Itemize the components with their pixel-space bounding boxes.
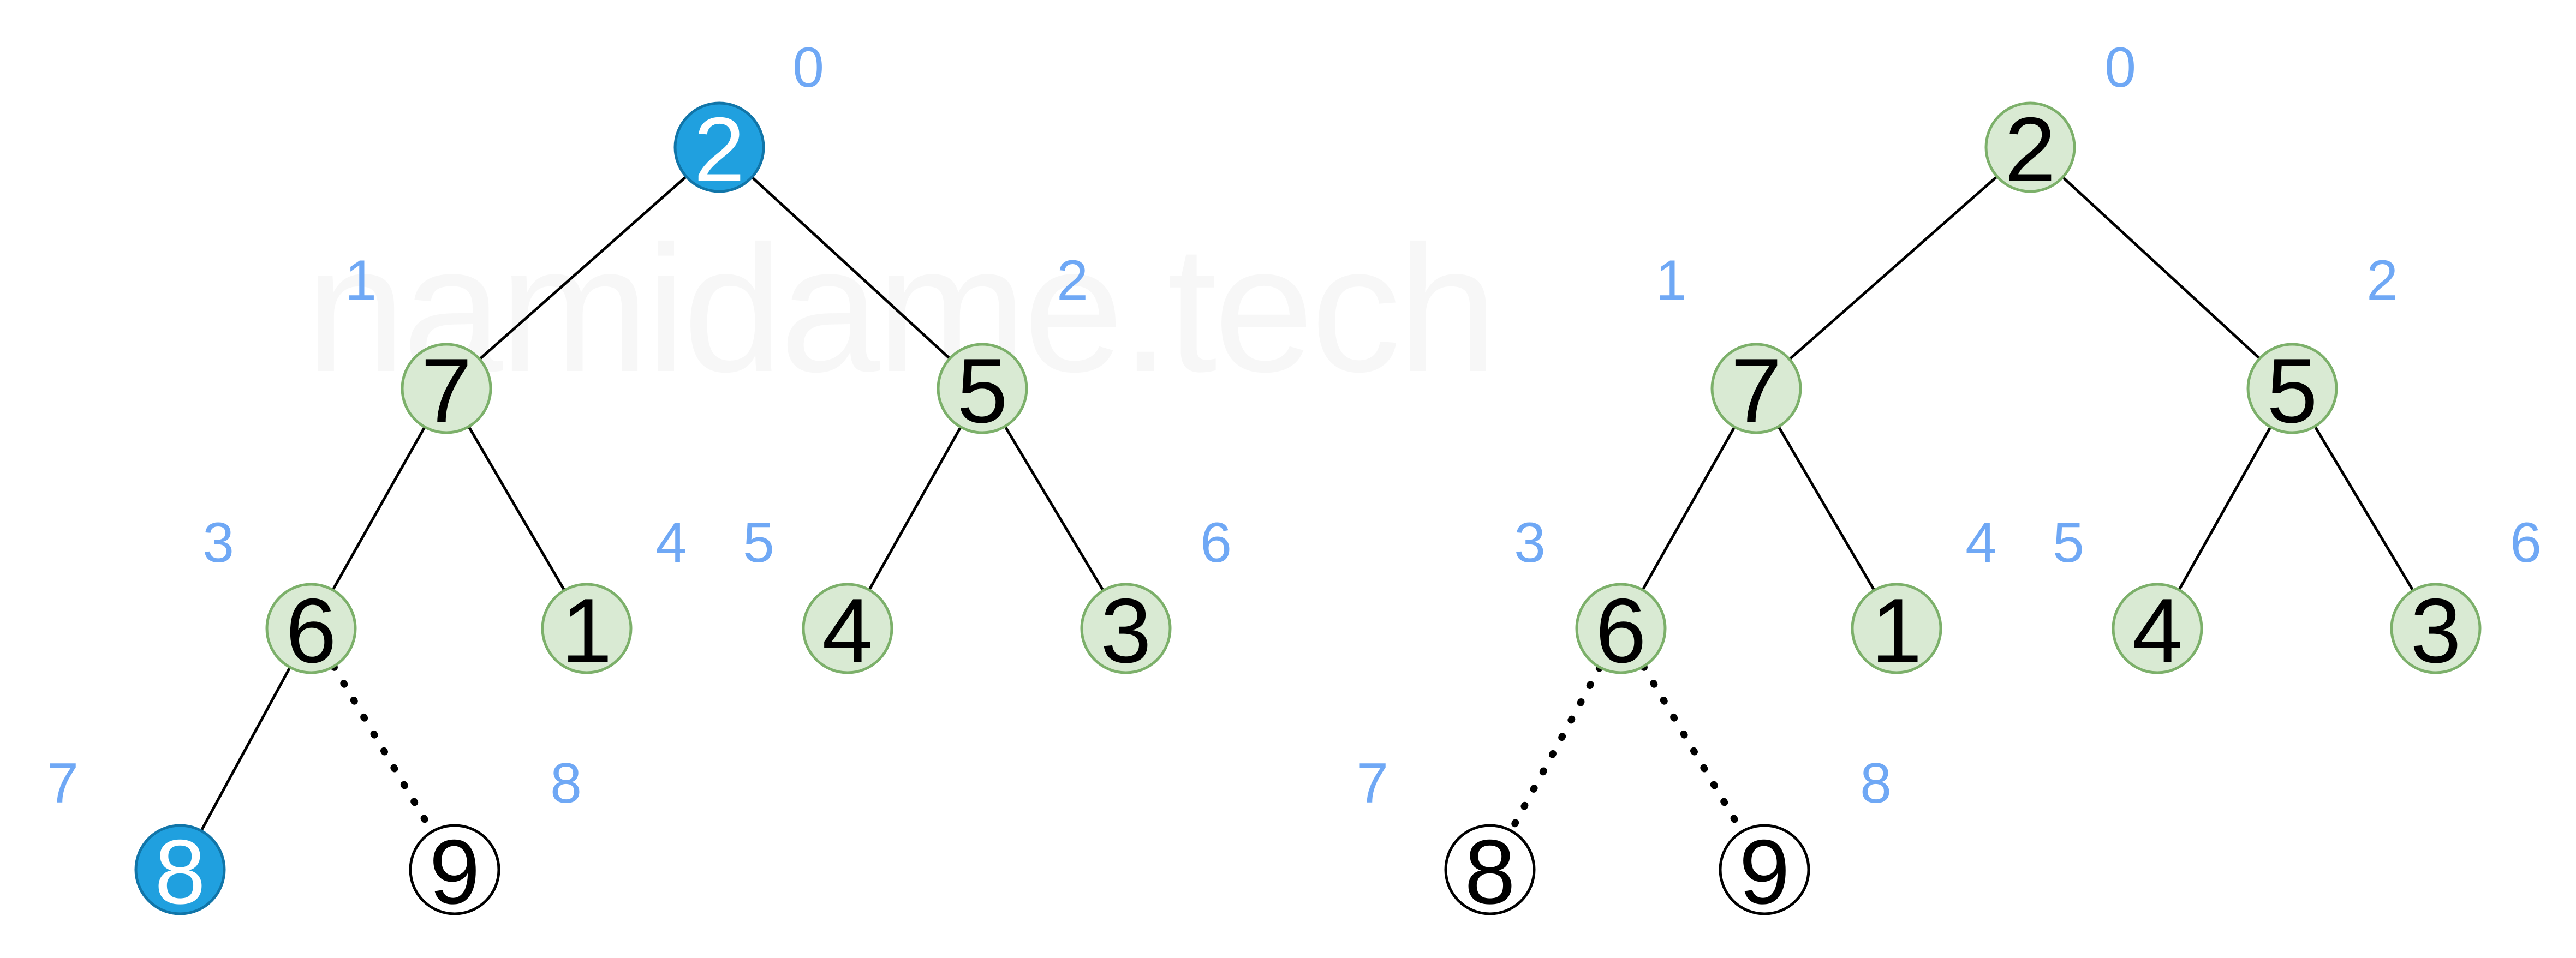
node-index-label: 1 [1655,249,1687,312]
tree-node-right-tree-4[interactable]: 1 [1851,579,1942,682]
node-index-label: 6 [1200,511,1232,574]
tree-edge-left-tree-3-7 [200,666,291,832]
tree-edge-right-tree-2-6 [2313,426,2414,591]
node-circle[interactable] [265,583,357,674]
tree-edge-left-tree-1-3 [331,426,426,591]
node-circle[interactable] [1851,583,1942,674]
node-value-label: 1 [1871,579,1922,682]
tree-node-right-tree-5[interactable]: 4 [2112,579,2203,682]
node-index-label: 1 [345,249,377,312]
tree-node-left-tree-8[interactable]: 9 [409,821,500,923]
tree-edge-right-tree-0-2 [2061,176,2261,360]
node-index-label: 7 [1357,752,1388,815]
tree-node-right-tree-3[interactable]: 6 [1575,579,1667,682]
node-value-label: 7 [421,339,472,442]
node-circle[interactable] [1575,583,1667,674]
node-circle[interactable] [802,583,893,674]
node-circle[interactable] [134,824,226,915]
tree-node-left-tree-7[interactable]: 8 [134,821,226,923]
node-value-label: 3 [1100,579,1151,682]
node-index-label: 7 [47,752,79,815]
node-value-label: 4 [822,579,873,682]
tree-node-right-tree-2[interactable]: 5 [2246,339,2338,442]
tree-node-right-tree-1[interactable]: 7 [1710,339,1802,442]
node-index-label: 3 [202,511,234,574]
node-index-label: 8 [550,752,582,815]
node-index-label: 8 [1860,752,1892,815]
node-circle[interactable] [1719,824,1810,915]
tree-edge-right-tree-0-1 [1788,175,1998,361]
tree-edge-left-tree-3-8 [330,663,436,835]
node-index-label: 4 [655,511,687,574]
node-value-label: 9 [429,821,480,923]
tree-node-left-tree-3[interactable]: 6 [265,579,357,682]
node-value-label: 2 [694,98,744,201]
tree-edge-right-tree-3-7 [1507,663,1603,835]
node-value-label: 5 [957,339,1007,442]
node-value-label: 1 [561,579,612,682]
node-circle[interactable] [673,101,765,193]
tree-node-right-tree-7[interactable]: 8 [1444,821,1536,923]
node-index-label: 2 [1057,249,1088,312]
tree-edge-left-tree-2-6 [1004,426,1105,591]
node-circle[interactable] [2390,583,2482,674]
node-value-label: 8 [1464,821,1515,923]
node-circle[interactable] [1444,824,1536,915]
tree-edge-left-tree-0-2 [751,176,951,360]
node-circle[interactable] [1080,583,1172,674]
node-index-label: 5 [743,511,774,574]
node-index-label: 3 [1514,511,1546,574]
tree-node-left-tree-4[interactable]: 1 [541,579,633,682]
node-value-label: 9 [1739,821,1790,923]
node-circle[interactable] [937,343,1028,434]
edges-layer [200,175,2414,835]
node-value-label: 7 [1731,339,1781,442]
node-value-label: 6 [1595,579,1646,682]
node-index-label: 2 [2366,249,2398,312]
node-index-label: 4 [1965,511,1997,574]
node-value-label: 5 [2267,339,2317,442]
node-index-label: 6 [2510,511,2542,574]
node-index-label: 0 [2104,36,2136,99]
tree-edge-left-tree-1-4 [467,426,566,591]
tree-edge-left-tree-2-5 [868,426,962,591]
node-circle[interactable] [401,343,492,434]
node-index-label: 5 [2053,511,2084,574]
tree-edge-right-tree-1-4 [1777,426,1876,591]
node-value-label: 4 [2132,579,2183,682]
tree-node-right-tree-0[interactable]: 2 [1984,98,2076,201]
node-value-label: 6 [285,579,336,682]
watermark: namidame.tech [306,208,1498,409]
tree-node-left-tree-6[interactable]: 3 [1080,579,1172,682]
node-circle[interactable] [541,583,633,674]
node-circle[interactable] [1984,101,2076,193]
node-value-label: 2 [2005,98,2055,201]
tree-node-left-tree-0[interactable]: 2 [673,98,765,201]
node-circle[interactable] [409,824,500,915]
tree-node-left-tree-5[interactable]: 4 [802,579,893,682]
tree-node-right-tree-6[interactable]: 3 [2390,579,2482,682]
node-index-label: 0 [792,36,824,99]
node-value-label: 3 [2410,579,2461,682]
node-circle[interactable] [2112,583,2203,674]
tree-edge-right-tree-3-8 [1639,663,1746,835]
tree-edge-left-tree-0-1 [479,175,687,361]
node-value-label: 8 [154,821,205,923]
watermark-text: namidame.tech [306,208,1494,409]
tree-edge-right-tree-2-5 [2178,426,2272,591]
tree-node-right-tree-8[interactable]: 9 [1719,821,1810,923]
tree-node-left-tree-2[interactable]: 5 [937,339,1028,442]
node-circle[interactable] [1710,343,1802,434]
node-circle[interactable] [2246,343,2338,434]
tree-edge-right-tree-1-3 [1641,426,1736,591]
tree-node-left-tree-1[interactable]: 7 [401,339,492,442]
